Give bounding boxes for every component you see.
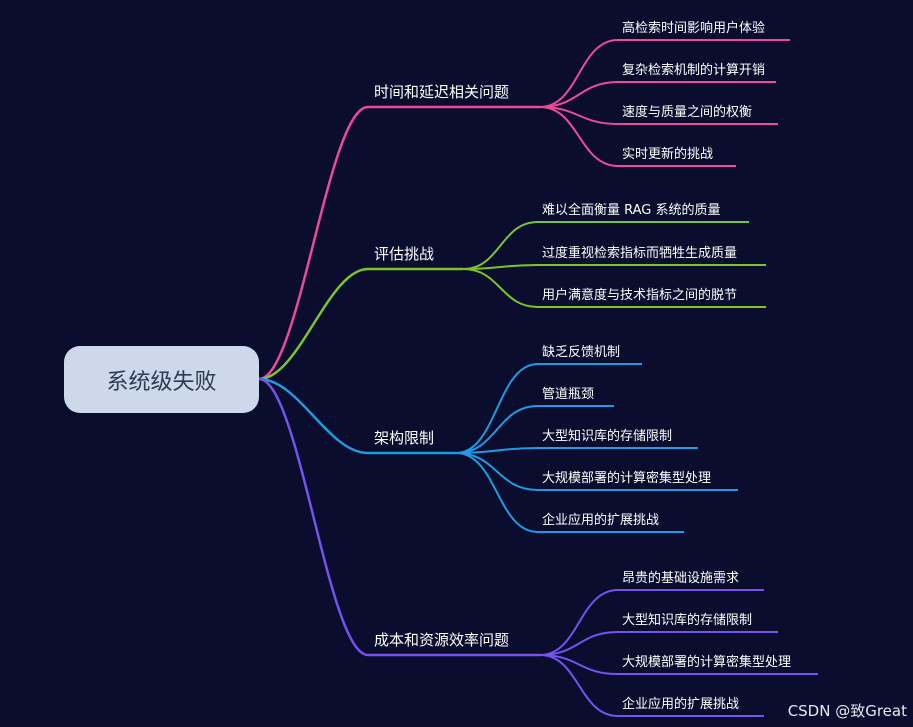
branch-connector [258, 377, 456, 455]
leaf-label[interactable]: 大型知识库的存储限制 [622, 613, 753, 628]
leaf-connector [539, 654, 818, 675]
branch-connector [258, 105, 540, 381]
leaf-label[interactable]: 大型知识库的存储限制 [542, 429, 673, 444]
branch-label[interactable]: 架构限制 [374, 429, 435, 447]
leaf-label[interactable]: 高检索时间影响用户体验 [622, 21, 766, 36]
leaf-connector [539, 106, 736, 167]
leaf-label[interactable]: 复杂检索机制的计算开销 [622, 63, 766, 78]
leaf-connector [462, 268, 766, 308]
leaf-label[interactable]: 昂贵的基础设施需求 [622, 571, 740, 586]
leaf-label[interactable]: 用户满意度与技术指标之间的脱节 [542, 288, 738, 303]
leaf-connector [462, 264, 766, 270]
leaf-connector [539, 631, 778, 656]
leaf-label[interactable]: 速度与质量之间的权衡 [622, 105, 753, 120]
leaf-connector [455, 452, 738, 491]
branch-connector [258, 267, 463, 381]
leaf-label[interactable]: 管道瓶颈 [542, 387, 595, 402]
branch-connector [258, 377, 540, 657]
leaf-connector [455, 363, 642, 454]
leaf-label[interactable]: 难以全面衡量 RAG 系统的质量 [542, 203, 721, 218]
leaf-connector [539, 589, 764, 656]
leaf-label[interactable]: 过度重视检索指标而牺牲生成质量 [542, 246, 738, 261]
branch-label[interactable]: 评估挑战 [374, 245, 435, 263]
leaf-connector [539, 654, 764, 717]
leaf-connector [455, 452, 684, 533]
leaf-connector [455, 447, 698, 454]
leaf-label[interactable]: 实时更新的挑战 [622, 147, 714, 162]
leaf-label[interactable]: 缺乏反馈机制 [542, 345, 621, 360]
leaf-label[interactable]: 企业应用的扩展挑战 [622, 697, 740, 712]
branch-label[interactable]: 时间和延迟相关问题 [374, 83, 510, 101]
leaf-connector [539, 39, 790, 108]
leaf-label[interactable]: 大规模部署的计算密集型处理 [542, 471, 712, 486]
leaf-connector [462, 221, 749, 270]
leaf-connector [539, 106, 778, 125]
watermark: CSDN @致Great [787, 702, 907, 720]
root-node[interactable]: 系统级失败 [64, 346, 259, 413]
leaf-connector [539, 81, 776, 108]
root-label: 系统级失败 [106, 369, 217, 395]
branch-label[interactable]: 成本和资源效率问题 [374, 631, 510, 649]
leaf-label[interactable]: 企业应用的扩展挑战 [542, 513, 660, 528]
leaf-label[interactable]: 大规模部署的计算密集型处理 [622, 655, 792, 670]
leaf-connector [455, 405, 614, 454]
